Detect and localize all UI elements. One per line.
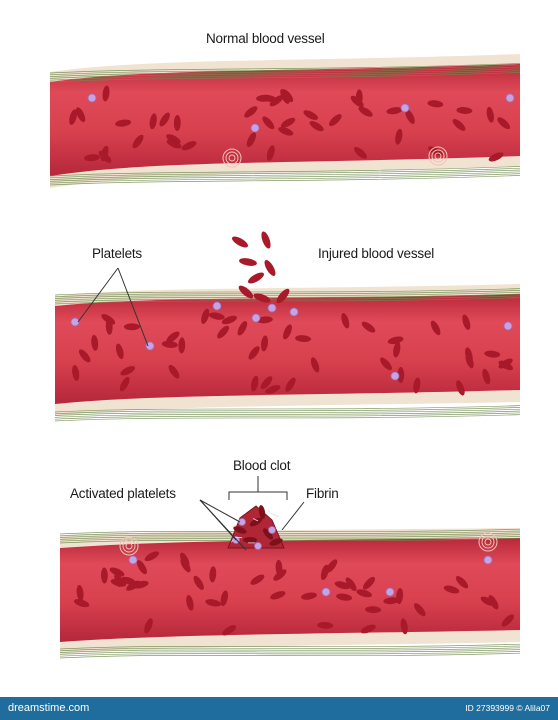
platelet [484,556,492,564]
platelet [71,318,79,326]
fibrin-strand [235,537,242,538]
escaping-red-blood-cell [239,257,258,267]
label-normal-blood-vessel: Normal blood vessel [206,31,325,46]
platelet [88,94,96,102]
label-injured-blood-vessel: Injured blood vessel [318,246,434,261]
activated-platelet [255,543,262,550]
platelet [251,124,259,132]
label-fibrin: Fibrin [306,486,339,501]
clot-cell [243,537,257,543]
platelet [401,104,409,112]
label-platelets: Platelets [92,246,142,261]
activated-platelet [269,527,276,534]
brand-logo: dreamstime.com [8,702,89,714]
fibrin-strand [270,513,278,517]
label-blood-clot: Blood clot [233,458,290,473]
platelet [268,304,276,312]
platelet [386,588,394,596]
platelet [129,556,137,564]
red-blood-cell [124,323,140,330]
escaping-red-blood-cell [260,230,273,249]
escaping-red-blood-cell [262,258,277,277]
platelet [506,94,514,102]
platelet [504,322,512,330]
escaping-red-blood-cell [230,234,249,249]
normal-vessel [50,54,520,188]
fibrin-strand [232,529,233,530]
platelet [252,314,260,322]
platelet [322,588,330,596]
footer-bar: dreamstime.com ID 27393999 © Alila07 [0,697,558,720]
label-activated-platelets: Activated platelets [70,486,176,501]
platelet [391,372,399,380]
clotted-vessel [60,476,520,658]
vessel-illustrations [0,0,558,697]
clot-bracket [229,476,287,500]
fibrin-strand [268,510,270,513]
platelet [290,308,298,316]
blood-clot-mass [228,505,284,550]
platelet [213,302,221,310]
escaping-red-blood-cell [246,270,265,285]
image-id: ID 27393999 © Alila07 [465,703,550,713]
